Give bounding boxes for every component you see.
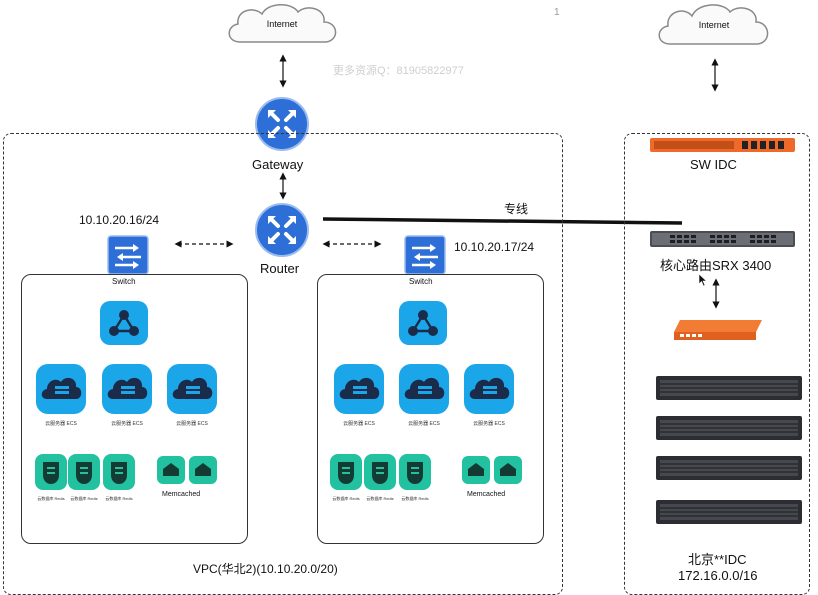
firewall-icon xyxy=(674,320,762,340)
left-switch-ip: 10.10.20.16/24 xyxy=(79,213,160,227)
redis-db: 云数据库 Redis xyxy=(398,453,432,502)
ecs-caption: 云服务器 ECS xyxy=(176,421,208,427)
router xyxy=(254,202,310,258)
redis-db: 云数据库 Redis xyxy=(363,453,397,502)
redis-caption: 云数据库 Redis xyxy=(401,496,429,501)
network-appliance-icon xyxy=(650,138,795,152)
redis-caption: 云数据库 Redis xyxy=(70,496,98,501)
cloud-server-icon xyxy=(334,364,384,414)
load-balancer xyxy=(398,300,448,346)
database-icon xyxy=(68,454,100,490)
redis-db: 云数据库 Redis xyxy=(329,453,363,502)
firewall-device xyxy=(670,318,764,342)
ecs-caption: 云服务器 ECS xyxy=(111,421,143,427)
internet-cloud-right: Internet xyxy=(652,0,776,52)
redis-db: 云数据库 Redis xyxy=(102,453,136,502)
rack-servers xyxy=(656,376,802,528)
redis-caption: 云数据库 Redis xyxy=(37,496,65,501)
idc-name: 北京**IDC xyxy=(688,552,747,567)
ecs-caption: 云服务器 ECS xyxy=(45,421,77,427)
sw-idc-label: SW IDC xyxy=(690,157,737,172)
database-icon xyxy=(330,454,362,490)
vpc-label: VPC(华北2)(10.10.20.0/20) xyxy=(193,562,338,576)
ecs-server: 云服务器 ECS xyxy=(100,363,154,427)
ecs-server: 云服务器 ECS xyxy=(332,363,386,427)
left-switch xyxy=(107,235,149,275)
right-switch xyxy=(404,235,446,275)
internet-label-right: Internet xyxy=(698,20,730,30)
core-router-device xyxy=(650,231,795,247)
load-balancer xyxy=(99,300,149,346)
database-icon xyxy=(103,454,135,490)
database-icon xyxy=(399,454,431,490)
ecs-server: 云服务器 ECS xyxy=(34,363,88,427)
router-label: Router xyxy=(260,261,300,276)
server-rack-icon xyxy=(656,376,802,524)
sw-idc-device xyxy=(650,138,795,152)
right-switch-ip: 10.10.20.17/24 xyxy=(454,240,535,254)
switch-icon xyxy=(107,235,149,275)
gateway-router xyxy=(254,96,310,152)
ecs-server: 云服务器 ECS xyxy=(397,363,451,427)
switch-icon xyxy=(404,235,446,275)
ecs-caption: 云服务器 ECS xyxy=(343,421,375,427)
router-icon xyxy=(255,97,309,151)
cloud-icon xyxy=(658,4,769,45)
cache-icon xyxy=(462,456,522,484)
memcached-group: Memcached xyxy=(156,455,218,498)
cloud-server-icon xyxy=(167,364,217,414)
memcached-label: Memcached xyxy=(467,491,506,498)
cache-icon xyxy=(157,456,217,484)
memcached-group: Memcached xyxy=(461,455,523,498)
redis-caption: 云数据库 Redis xyxy=(366,496,394,501)
idc-subnet: 172.16.0.0/16 xyxy=(678,568,758,583)
database-icon xyxy=(364,454,396,490)
ecs-caption: 云服务器 ECS xyxy=(408,421,440,427)
internet-label-left: Internet xyxy=(266,19,298,29)
right-server-group: 云服务器 ECS 云服务器 ECS 云服务器 ECS 云数据库 Redis xyxy=(317,274,544,544)
cloud-icon xyxy=(228,4,337,43)
ecs-caption: 云服务器 ECS xyxy=(473,421,505,427)
watermark: 更多资源Q：81905822977 xyxy=(333,65,464,77)
internet-cloud-left: Internet xyxy=(222,0,342,50)
redis-db: 云数据库 Redis xyxy=(67,453,101,502)
ecs-server: 云服务器 ECS xyxy=(462,363,516,427)
load-balancer-icon xyxy=(399,301,447,345)
cloud-server-icon xyxy=(36,364,86,414)
right-switch-label: Switch xyxy=(409,277,433,286)
page-number: 1 xyxy=(554,7,560,18)
dedicated-line-label: 专线 xyxy=(504,202,529,216)
cloud-server-icon xyxy=(464,364,514,414)
rack-switch-icon xyxy=(650,231,795,247)
router-icon xyxy=(255,203,309,257)
redis-db: 云数据库 Redis xyxy=(34,453,68,502)
cloud-server-icon xyxy=(399,364,449,414)
memcached-label: Memcached xyxy=(162,491,201,498)
core-router-label: 核心路由SRX 3400 xyxy=(660,258,772,273)
gateway-label: Gateway xyxy=(252,157,304,172)
dedicated-line xyxy=(322,217,683,225)
database-icon xyxy=(35,454,67,490)
redis-caption: 云数据库 Redis xyxy=(105,496,133,501)
left-switch-label: Switch xyxy=(112,277,136,286)
load-balancer-icon xyxy=(100,301,148,345)
connectors xyxy=(174,54,720,309)
redis-caption: 云数据库 Redis xyxy=(332,496,360,501)
mouse-cursor-icon xyxy=(698,273,708,287)
ecs-server: 云服务器 ECS xyxy=(165,363,219,427)
cloud-server-icon xyxy=(102,364,152,414)
left-server-group: 云服务器 ECS 云服务器 ECS 云服务器 ECS 云数据库 Redis xyxy=(21,274,248,544)
